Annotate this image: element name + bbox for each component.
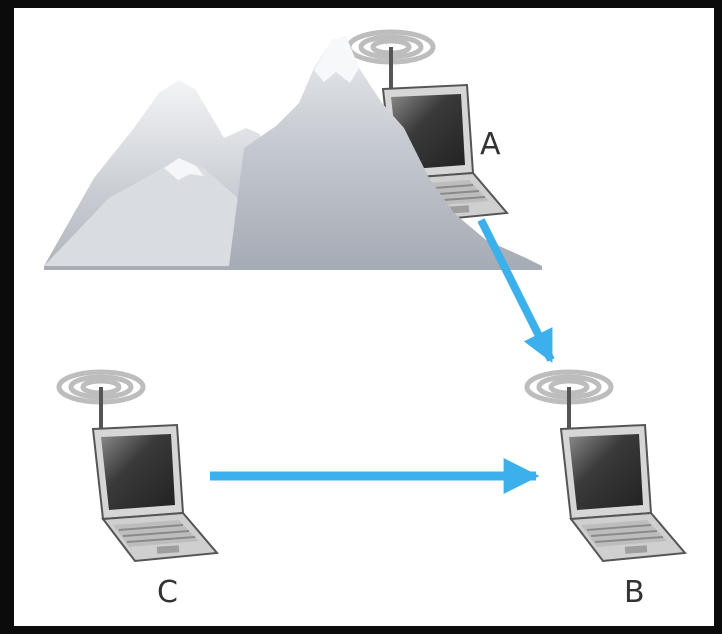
laptop-b-icon <box>527 372 685 561</box>
node-label-a: A <box>480 127 501 162</box>
arrow-a-to-b <box>477 218 555 363</box>
diagram-svg <box>44 8 714 626</box>
node-label-b: B <box>624 575 645 610</box>
diagram-canvas: A C B <box>14 8 714 626</box>
node-label-c: C <box>157 575 178 610</box>
laptop-c-icon <box>59 372 217 561</box>
mountain-icon <box>44 36 542 270</box>
